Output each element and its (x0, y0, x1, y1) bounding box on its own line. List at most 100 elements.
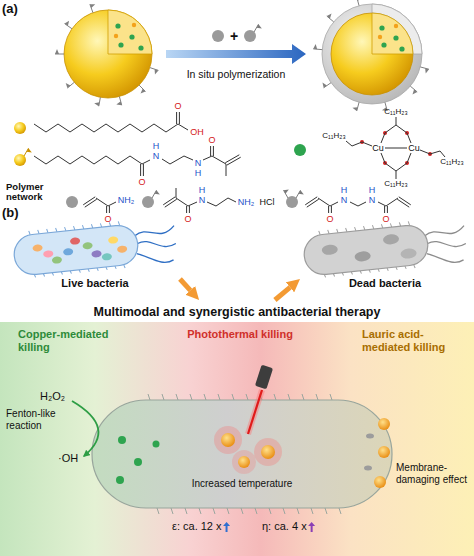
vinyl-flags (155, 69, 159, 74)
cell-content (63, 248, 74, 256)
coated-nanoparticle (372, 13, 413, 54)
vinyl-flags (257, 24, 262, 28)
membrane-hole (321, 244, 338, 256)
component-dots (14, 30, 432, 208)
chemical-bonds (381, 153, 385, 163)
chemical-bonds (407, 153, 411, 163)
bacterium-cell (92, 400, 392, 508)
cell-content (91, 250, 102, 258)
chemical-bonds (216, 198, 228, 206)
chemical-bonds (179, 112, 180, 124)
laser (255, 365, 273, 390)
chemical-bonds (154, 124, 166, 132)
chemical-bonds (362, 142, 372, 146)
process-arrow (166, 30, 306, 64)
group-label: C₁₁H₂₃ (384, 108, 407, 116)
chemical-bonds (118, 156, 130, 164)
fimbriae (325, 508, 327, 514)
chemical-bonds (188, 202, 197, 206)
vinyl-flags (420, 67, 429, 69)
membrane-hole (354, 251, 371, 263)
factor-label: ε: ca. 12 x (172, 520, 222, 533)
flow-arrow (275, 287, 290, 300)
chemical-bonds (70, 124, 82, 132)
atom-label: O (184, 215, 191, 224)
effect-label: Increased temperature (172, 478, 312, 490)
gain-arrows (311, 525, 313, 532)
fimbriae (274, 394, 276, 400)
vinyl-flags (150, 68, 159, 71)
chemical-bonds (142, 160, 150, 164)
chemical-bonds (106, 206, 107, 213)
chemical-bonds (226, 164, 227, 176)
vinyl-flags (299, 190, 304, 194)
bacterium-body (302, 224, 430, 277)
chemical-bonds (396, 125, 407, 133)
chemical-bonds (140, 164, 141, 176)
chemical-bonds (178, 124, 188, 130)
chemical-bonds (34, 156, 46, 164)
vinyl-flags (352, 107, 357, 111)
coated-nanoparticle (331, 13, 413, 95)
cell-content (70, 237, 81, 245)
atom-label: H (369, 186, 376, 195)
panel-letter: (b) (2, 206, 19, 221)
coated-nanoparticle (322, 4, 422, 104)
chemical-bonds (143, 164, 144, 176)
coated-nanoparticle (393, 35, 398, 40)
fimbriae (227, 508, 229, 514)
chemical-bonds (130, 156, 142, 164)
chemical-bonds (318, 198, 330, 206)
gain-arrows (308, 522, 315, 526)
chemical-bonds (213, 146, 214, 156)
fimbria (118, 221, 119, 225)
fimbriae (157, 508, 159, 514)
group-label: C₁₁H₂₃ (384, 180, 407, 188)
group-label: C₁₁H₂₃ (440, 158, 463, 166)
vinyl-flags (357, 0, 362, 1)
atom-label: Cu (372, 144, 384, 153)
coated-nanoparticle (372, 4, 422, 54)
atom-label: O (208, 136, 215, 145)
flagellum (137, 250, 174, 265)
vinyl-flags (141, 89, 146, 94)
bacterium-cell (118, 436, 126, 444)
chemical-bonds (396, 163, 407, 171)
chemical-bonds (396, 117, 397, 125)
fimbria (124, 265, 125, 268)
fimbriae (199, 508, 201, 514)
fimbriae (288, 394, 290, 400)
coated-nanoparticle (399, 46, 404, 51)
chemical-bonds (207, 202, 216, 206)
chemical-bonds (203, 156, 212, 160)
chemical-bonds (331, 206, 332, 213)
chemical-bonds (346, 141, 352, 146)
bacterium-cell (214, 426, 242, 454)
bacterium-cell (134, 458, 142, 466)
nanoparticle (64, 10, 152, 98)
chemical-bonds (34, 124, 46, 132)
vinyl-flags (65, 21, 70, 26)
bacterium-cell (374, 476, 386, 488)
gain-arrows (226, 525, 228, 532)
atom-label: H (195, 169, 202, 178)
vinyl-flags (412, 89, 417, 94)
text-holder: Multimodal and synergistic antibacterial… (0, 302, 474, 320)
bacterium-cell (366, 434, 374, 439)
fimbria (414, 265, 415, 268)
atom-label: H (199, 186, 206, 195)
vinyl-flags (425, 68, 429, 73)
fimbria (319, 231, 320, 235)
bacterium-body (12, 224, 140, 277)
atom-label: N (341, 196, 348, 205)
vinyl-flags (155, 190, 160, 194)
fimbriae (311, 508, 313, 514)
fimbriae (241, 508, 243, 514)
process-label: In situ polymerization (166, 68, 306, 80)
plus-sign: + (230, 29, 238, 43)
fimbriae (302, 394, 304, 400)
cell-content (32, 244, 43, 252)
coated-nanoparticle (379, 25, 384, 30)
chemical-bonds (58, 124, 70, 132)
atom-label: O (326, 215, 333, 224)
